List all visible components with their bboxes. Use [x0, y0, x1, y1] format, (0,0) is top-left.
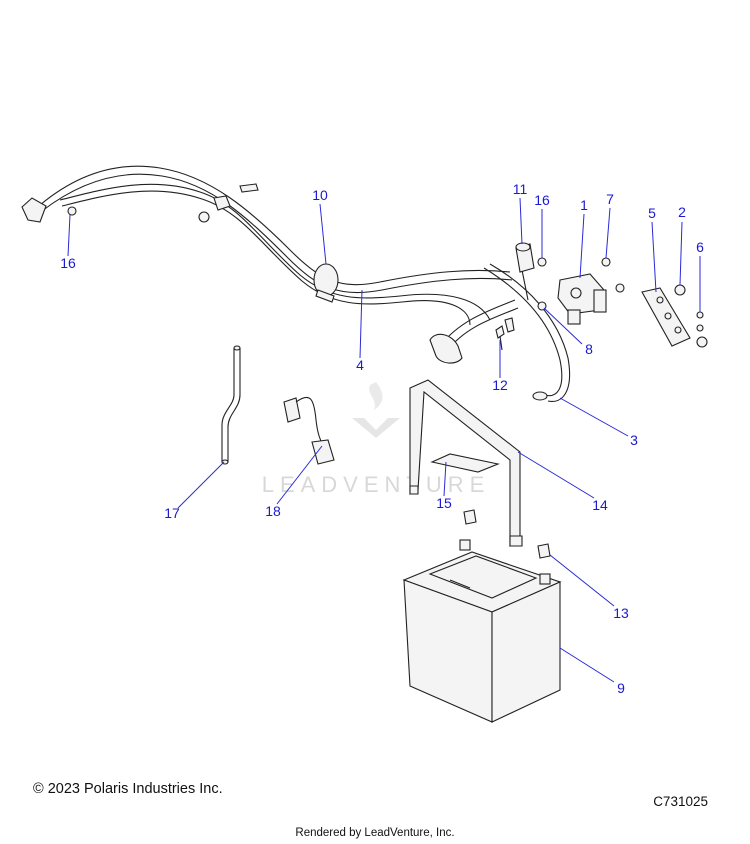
callout-5[interactable]: 5: [648, 205, 656, 221]
callout-18[interactable]: 18: [265, 503, 281, 519]
callout-8[interactable]: 8: [585, 341, 593, 357]
callout-3[interactable]: 3: [630, 432, 638, 448]
main-wire-harness: [21, 165, 513, 326]
callout-16[interactable]: 16: [534, 192, 550, 208]
callout-4[interactable]: 4: [356, 357, 364, 373]
callout-15[interactable]: 15: [436, 495, 452, 511]
callout-9[interactable]: 9: [617, 680, 625, 696]
callout-12[interactable]: 12: [492, 377, 508, 393]
callout-13[interactable]: 13: [613, 605, 629, 621]
relay-solenoid: [557, 257, 625, 325]
vent-tube: [221, 345, 241, 465]
watermark-logo: [352, 382, 400, 438]
callout-11[interactable]: 11: [513, 181, 528, 197]
watermark-text: LEADVENTURE: [262, 472, 491, 497]
diagram-code: C731025: [653, 794, 708, 809]
battery-hold-down-bracket: [409, 379, 523, 547]
callout-17[interactable]: 17: [164, 505, 180, 521]
connector-harness: [283, 396, 335, 465]
leader-lines: [67, 197, 701, 683]
battery-pad: [430, 453, 500, 473]
bus-bar: [641, 284, 708, 348]
battery: [402, 539, 562, 723]
rendered-by-footer: Rendered by LeadVenture, Inc.: [295, 827, 455, 839]
callout-10[interactable]: 10: [312, 187, 328, 203]
copyright-notice: © 2023 Polaris Industries Inc.: [33, 781, 223, 797]
terminal-boot-cable: [429, 299, 519, 364]
callout-16[interactable]: 16: [60, 255, 76, 271]
callout-7[interactable]: 7: [606, 191, 614, 207]
battery-nuts: [463, 509, 551, 559]
bolt: [495, 325, 505, 351]
fuse-holder: [515, 242, 547, 311]
callout-6[interactable]: 6: [696, 239, 704, 255]
callout-2[interactable]: 2: [678, 204, 686, 220]
callout-14[interactable]: 14: [592, 497, 608, 513]
callout-1[interactable]: 1: [580, 197, 588, 213]
